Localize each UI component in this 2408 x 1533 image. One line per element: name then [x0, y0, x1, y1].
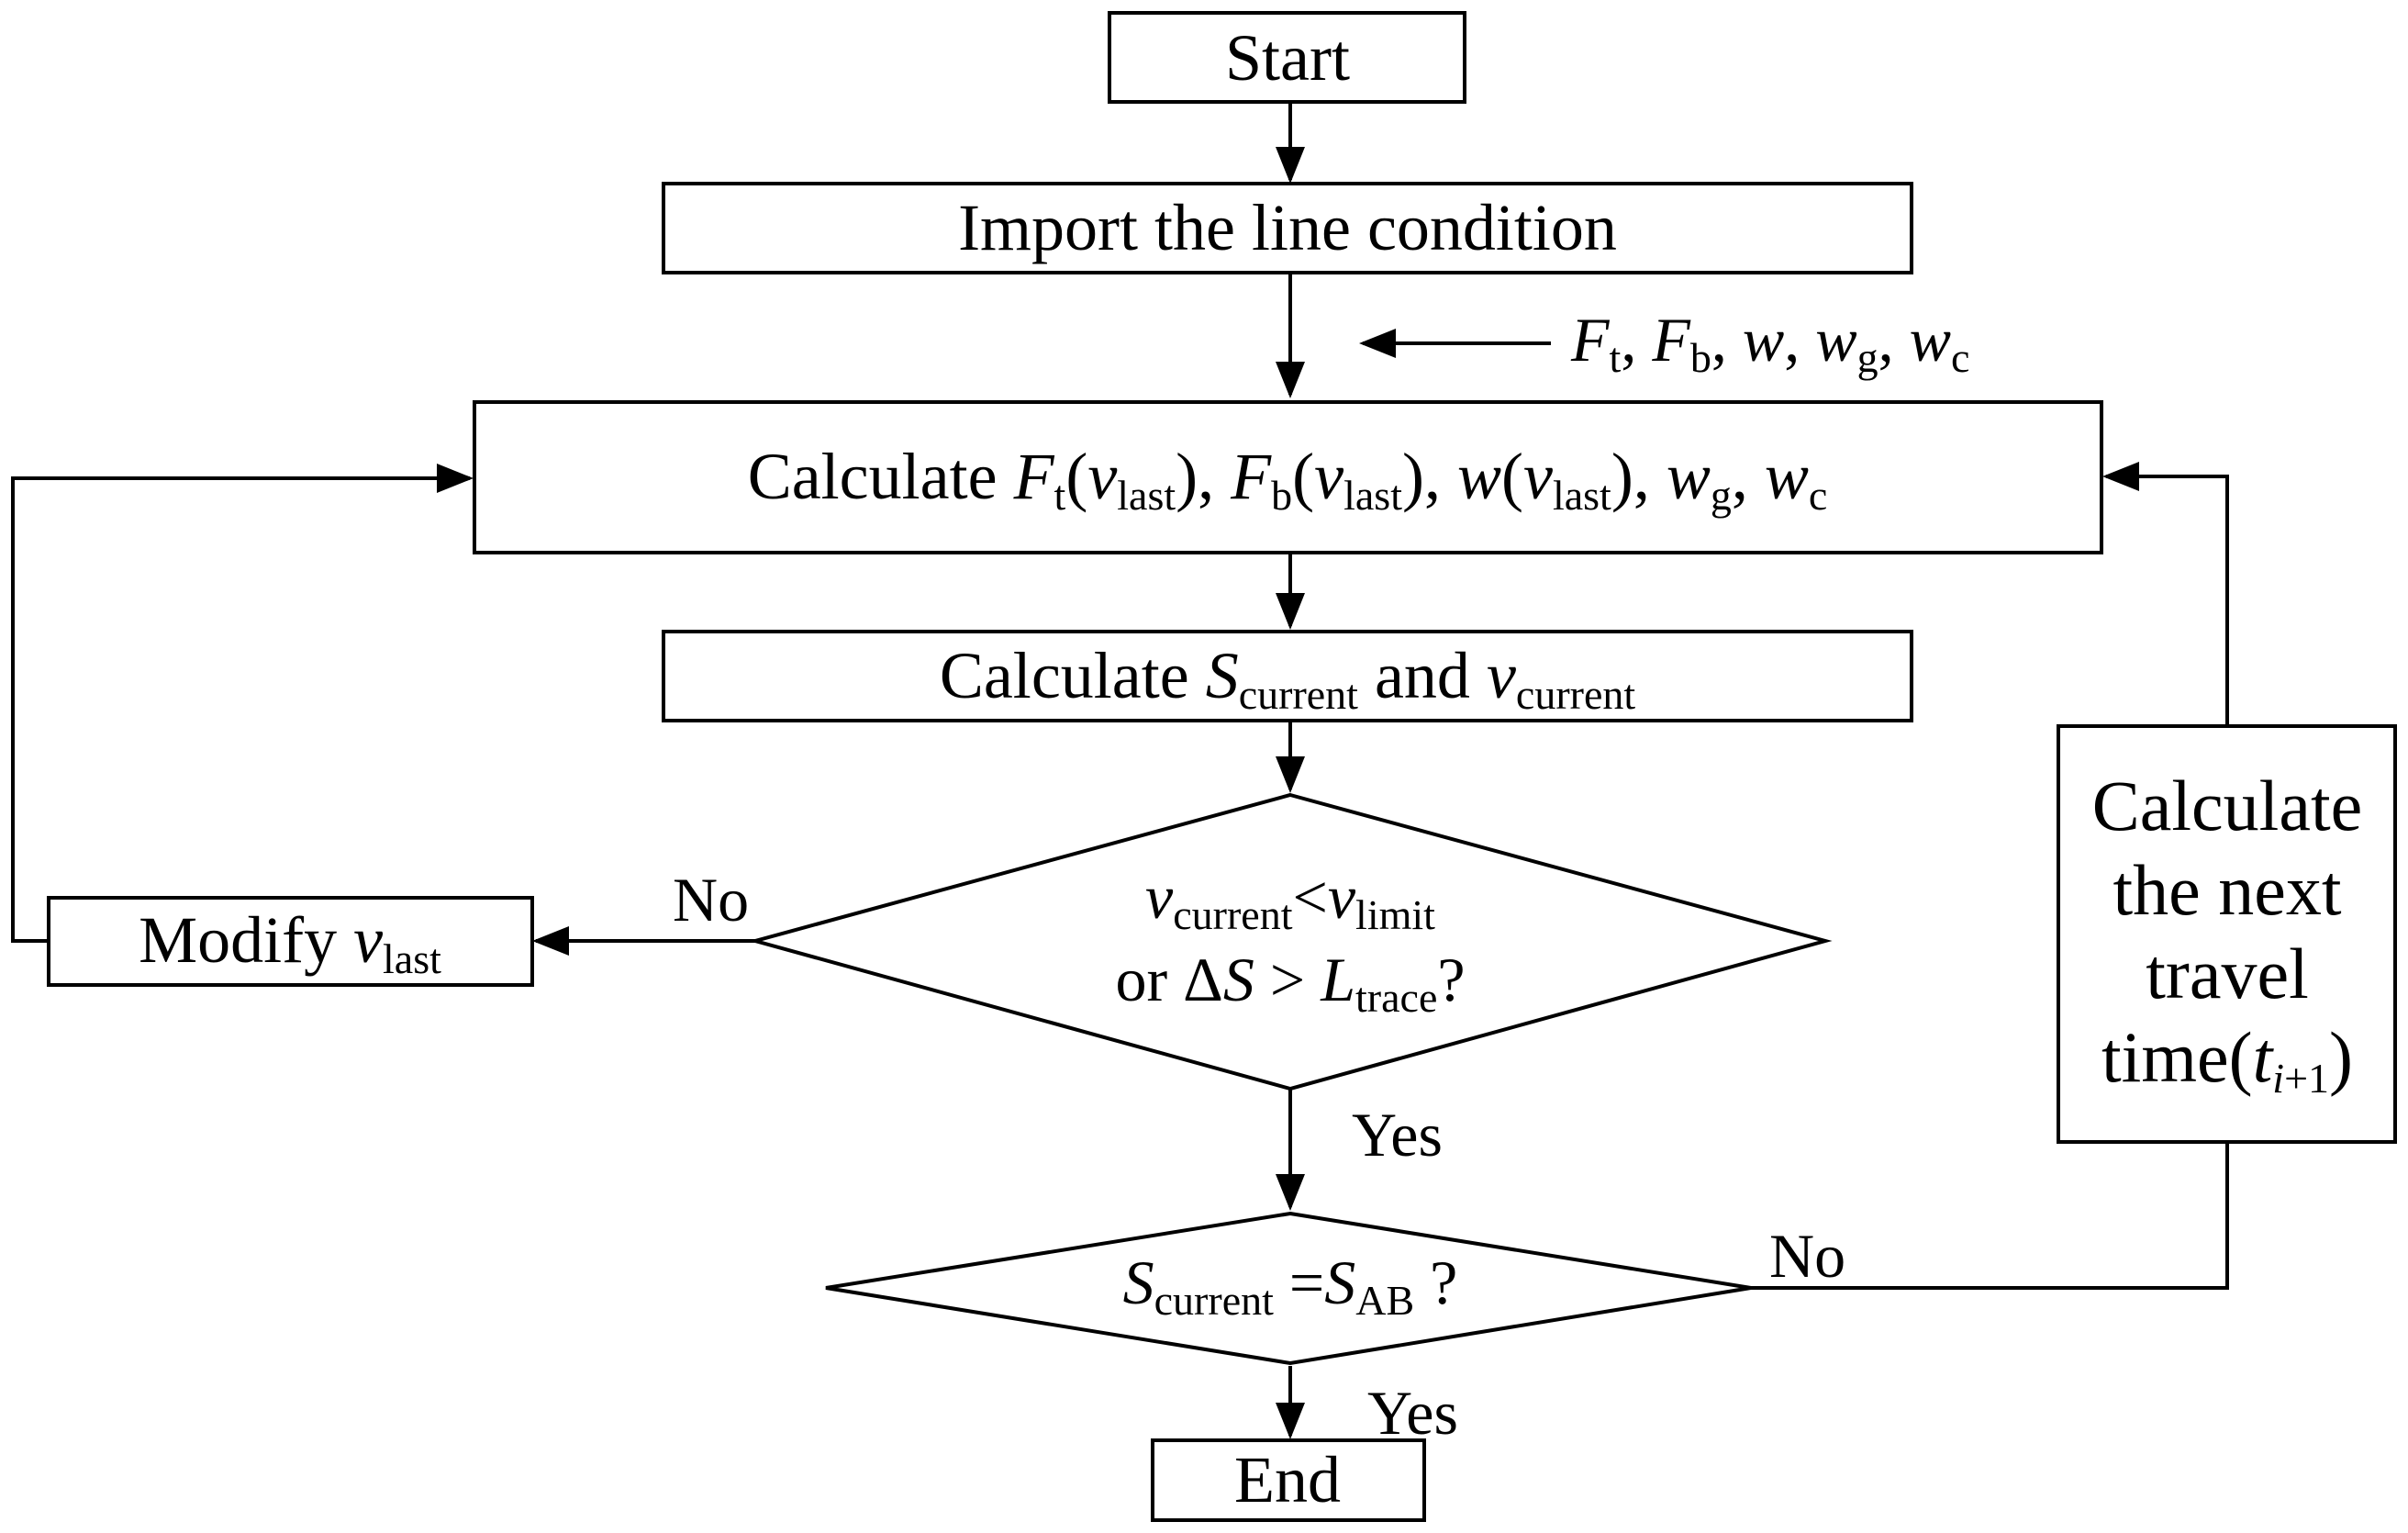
modify-label: Modify vlast — [139, 903, 441, 982]
edge-next-time-to-calc-forces — [2102, 462, 2229, 726]
decision-speed-line1: vcurrent<vlimit — [1145, 862, 1435, 938]
import-label: Import the line condition — [958, 191, 1617, 264]
label-no-pos: No — [1769, 1221, 1845, 1291]
next-time-line1: Calculate — [2092, 766, 2363, 845]
edge-decision-pos-no — [1751, 1143, 2229, 1290]
decision-speed-line2: or ΔS > Ltrace? — [1115, 945, 1465, 1021]
edge-modify-to-calc-forces — [11, 464, 474, 943]
node-decision-pos: Scurrent =SAB ? — [825, 1211, 1752, 1366]
node-decision-speed: vcurrent<vlimit or ΔS > Ltrace? — [748, 792, 1833, 1091]
label-yes-pos: Yes — [1367, 1378, 1458, 1448]
node-import: Import the line condition — [662, 182, 1913, 274]
calc-sv-label: Calculate Scurrent and vcurrent — [940, 639, 1636, 718]
node-next-time: Calculate the next travel time(ti+1) — [2057, 724, 2397, 1144]
next-time-line4: time(ti+1) — [2101, 1017, 2353, 1102]
node-calc-sv: Calculate Scurrent and vcurrent — [662, 630, 1913, 722]
end-label: End — [1234, 1443, 1341, 1516]
label-yes-speed: Yes — [1352, 1100, 1443, 1169]
node-start: Start — [1108, 11, 1466, 104]
decision-pos-label: Scurrent =SAB ? — [1123, 1248, 1458, 1324]
node-modify: Modify vlast — [47, 896, 534, 987]
node-end: End — [1151, 1438, 1426, 1522]
label-no-speed: No — [673, 865, 749, 934]
start-label: Start — [1225, 21, 1350, 95]
next-time-line3: travel — [2146, 934, 2309, 1013]
node-calc-forces: Calculate Ft(vlast), Fb(vlast), w(vlast)… — [473, 400, 2103, 554]
input-variables: Ft, Fb, w, wg, wc — [1570, 305, 1969, 381]
next-time-line2: the next — [2113, 850, 2341, 930]
calc-forces-label: Calculate Ft(vlast), Fb(vlast), w(vlast)… — [748, 440, 1828, 519]
